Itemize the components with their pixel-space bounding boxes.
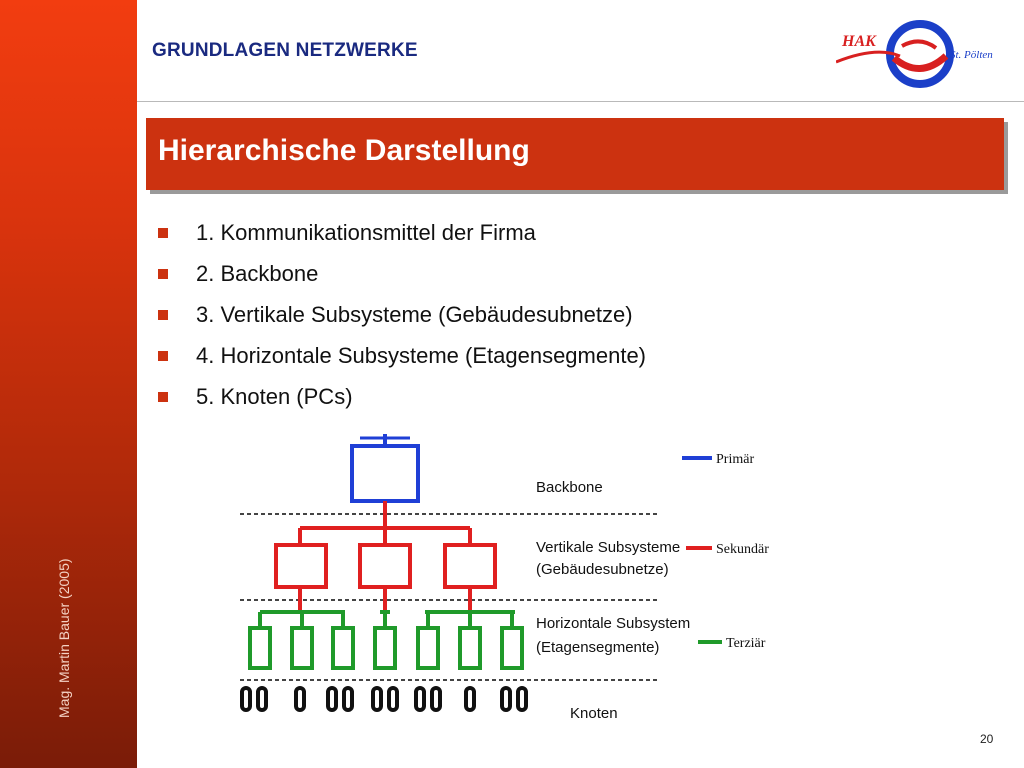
school-logo-icon: HAK St. Pölten — [836, 20, 993, 88]
list-item: 3. Vertikale Subsysteme (Gebäudesubnetze… — [158, 294, 646, 335]
list-item: 5. Knoten (PCs) — [158, 376, 646, 417]
header-title: GRUNDLAGEN NETZWERKE — [152, 40, 418, 61]
horizontal-subsystem-box — [500, 626, 524, 670]
pc-node-icon — [414, 686, 426, 712]
slide-title: Hierarchische Darstellung — [158, 134, 530, 167]
legend-label: Terziär — [726, 636, 766, 651]
label-vertical-line2: (Gebäudesubnetze) — [536, 561, 669, 578]
author-credit: Mag. Martin Bauer (2005) — [56, 558, 72, 718]
bullet-text: 2. Backbone — [196, 260, 319, 286]
horizontal-subsystem-box — [248, 626, 272, 670]
list-item: 4. Horizontale Subsysteme (Etagensegment… — [158, 335, 646, 376]
pc-node-icon — [342, 686, 354, 712]
page-number: 20 — [980, 732, 994, 746]
bullet-text: 3. Vertikale Subsysteme (Gebäudesubnetze… — [196, 301, 633, 327]
pc-node-icon — [294, 686, 306, 712]
pc-node-icon — [256, 686, 268, 712]
backbone-box — [350, 444, 420, 503]
legend: Primär Sekundär Terziär — [682, 452, 769, 651]
pc-node-icon — [464, 686, 476, 712]
bullet-square-icon — [158, 309, 168, 320]
bullet-square-icon — [158, 350, 168, 361]
bullet-text: 4. Horizontale Subsysteme (Etagensegment… — [196, 342, 647, 368]
pc-node-icon — [371, 686, 383, 712]
bullet-square-icon — [158, 391, 168, 402]
horizontal-subsystems-level — [248, 610, 524, 670]
label-vertical-line1: Vertikale Subsysteme — [536, 539, 680, 556]
pc-node-icon — [326, 686, 338, 712]
horizontal-subsystem-box — [331, 626, 355, 670]
legend-label: Primär — [716, 452, 754, 467]
horizontal-subsystem-box — [416, 626, 440, 670]
label-backbone: Backbone — [536, 479, 603, 496]
pc-node-icon — [387, 686, 399, 712]
nodes-level — [240, 686, 528, 712]
list-item: 1. Kommunikationsmittel der Firma — [158, 212, 646, 253]
legend-label: Sekundär — [716, 542, 769, 557]
logo-text-right: St. Pölten — [950, 49, 993, 61]
bullet-square-icon — [158, 227, 168, 238]
pc-node-icon — [516, 686, 528, 712]
logo-text-left: HAK — [841, 33, 877, 50]
header-divider — [137, 101, 1024, 102]
label-horizontal-line2: (Etagensegmente) — [536, 639, 659, 656]
horizontal-subsystem-box — [458, 626, 482, 670]
list-item: 2. Backbone — [158, 253, 646, 294]
sidebar: Mag. Martin Bauer (2005) — [0, 0, 137, 768]
network-hierarchy-diagram: Backbone Vertikale Subsysteme (Gebäudesu… — [240, 434, 769, 722]
vertical-subsystem-box — [358, 543, 412, 589]
bullet-list: 1. Kommunikationsmittel der Firma 2. Bac… — [158, 212, 646, 417]
pc-node-icon — [240, 686, 252, 712]
pc-node-icon — [430, 686, 442, 712]
level-separators — [240, 513, 660, 681]
horizontal-subsystem-box — [373, 626, 397, 670]
vertical-subsystem-box — [443, 543, 497, 589]
pc-node-icon — [500, 686, 512, 712]
bullet-text: 5. Knoten (PCs) — [196, 383, 353, 409]
slide-title-bar: Hierarchische Darstellung — [146, 118, 1004, 190]
vertical-subsystem-box — [274, 543, 328, 589]
vertical-subsystems-level — [274, 501, 497, 610]
label-nodes: Knoten — [570, 705, 618, 722]
bullet-text: 1. Kommunikationsmittel der Firma — [196, 219, 536, 245]
backbone-level — [350, 434, 420, 503]
label-horizontal-line1: Horizontale Subsystem — [536, 615, 690, 632]
horizontal-subsystem-box — [290, 626, 314, 670]
bullet-square-icon — [158, 268, 168, 279]
